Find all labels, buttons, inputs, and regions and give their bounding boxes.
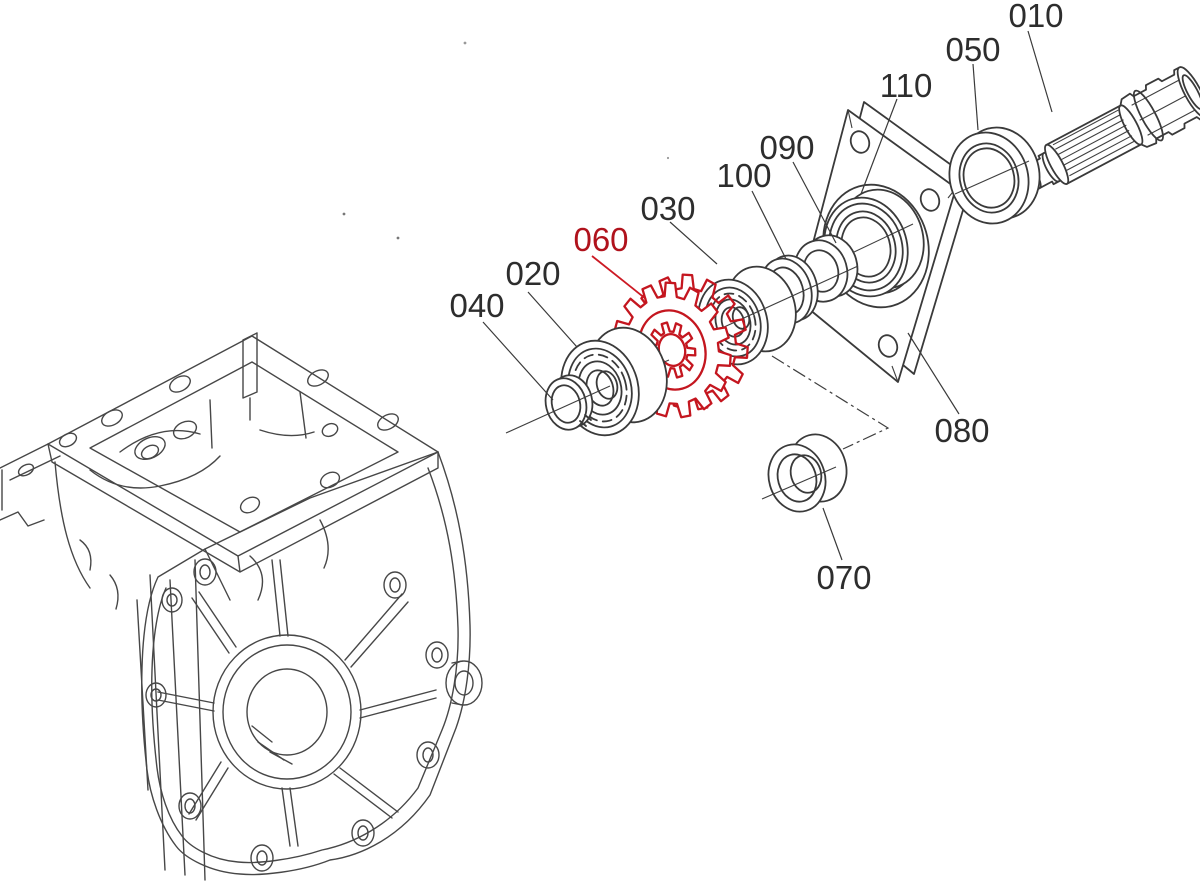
part-label-110[interactable]: 110	[880, 67, 933, 104]
part-040-snap-ring	[544, 374, 594, 431]
scan-specks	[342, 41, 670, 240]
axis-mark-050	[954, 160, 1030, 195]
gearbox-housing	[0, 332, 483, 881]
part-070-spacer-collar	[767, 433, 848, 513]
axis-mark-070	[761, 466, 837, 500]
centerline-jog	[771, 355, 890, 450]
part-label-060-highlighted[interactable]: 060	[573, 221, 628, 258]
part-label-080[interactable]: 080	[934, 412, 989, 449]
part-label-030[interactable]: 030	[640, 190, 695, 227]
part-050-collar	[948, 126, 1041, 225]
part-label-050[interactable]: 050	[945, 31, 1000, 68]
axis-mark-040	[505, 385, 611, 434]
part-020-bearing	[560, 326, 668, 437]
leader-lines	[482, 30, 1053, 561]
part-010-pto-shaft	[1012, 66, 1200, 196]
part-label-010[interactable]: 010	[1008, 0, 1063, 34]
part-label-070[interactable]: 070	[816, 559, 871, 596]
part-label-100[interactable]: 100	[716, 157, 771, 194]
axis-mark-030	[699, 265, 859, 339]
part-label-040[interactable]: 040	[449, 287, 504, 324]
part-label-020[interactable]: 020	[505, 255, 560, 292]
part-label-090[interactable]: 090	[759, 129, 814, 166]
